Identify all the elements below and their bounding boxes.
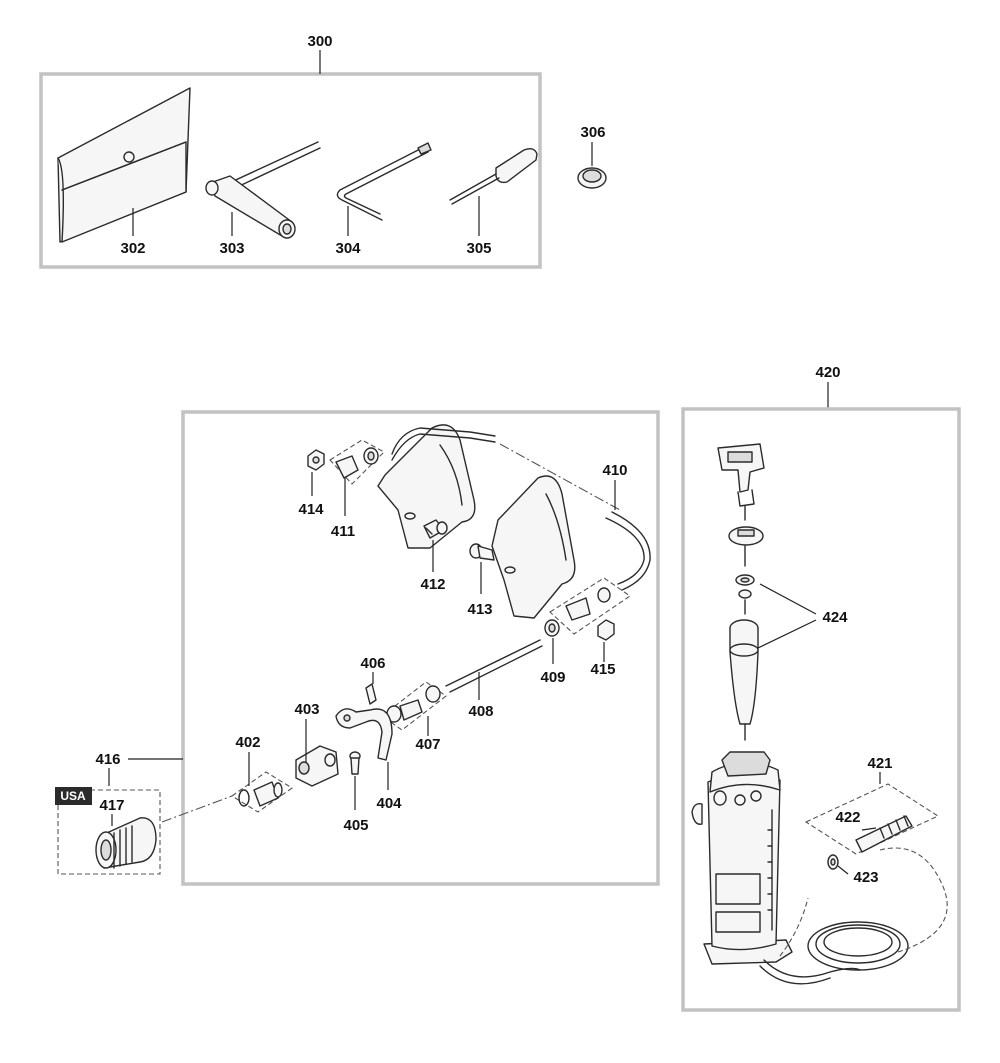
label-413: 413 <box>467 601 492 618</box>
tube-408 <box>445 639 543 693</box>
kit-frame <box>39 72 542 269</box>
coupling-407 <box>386 685 441 723</box>
label-411: 411 <box>331 523 355 540</box>
label-417: 417 <box>99 797 124 814</box>
screw-405 <box>349 751 361 775</box>
label-302: 302 <box>120 240 145 257</box>
label-421: 421 <box>867 755 892 772</box>
hose-assembly-frame <box>181 410 660 886</box>
label-402: 402 <box>235 734 260 751</box>
nut-414 <box>307 449 325 471</box>
label-414: 414 <box>298 501 324 518</box>
clamp-404 <box>335 708 393 761</box>
adapter-dashed-box <box>57 789 161 875</box>
screw-413 <box>469 543 495 561</box>
label-408: 408 <box>468 703 493 720</box>
fitting-lower <box>565 587 611 621</box>
label-423: 423 <box>853 869 878 886</box>
valve-body-403 <box>295 745 339 787</box>
label-303: 303 <box>219 240 244 257</box>
fitting-411 <box>335 447 379 479</box>
label-410: 410 <box>602 462 627 479</box>
usa-badge-text: USA <box>60 789 86 803</box>
label-420: 420 <box>815 364 840 381</box>
screw-412 <box>423 519 448 539</box>
label-424: 424 <box>822 609 848 626</box>
guard-shield-lower <box>491 475 576 619</box>
label-422: 422 <box>835 809 860 826</box>
label-305: 305 <box>466 240 491 257</box>
adapter-417 <box>95 817 157 869</box>
nipple-402 <box>238 781 283 807</box>
screwdriver-305 <box>449 147 538 236</box>
tank-group-420: 420 424 <box>681 364 961 1012</box>
usa-badge <box>55 787 92 805</box>
pump-cylinder <box>729 619 759 741</box>
setscrew-406 <box>365 683 377 705</box>
label-306: 306 <box>580 124 605 141</box>
label-403: 403 <box>294 701 319 718</box>
label-406: 406 <box>360 655 385 672</box>
label-405: 405 <box>343 817 368 834</box>
ring-306 <box>577 142 607 189</box>
label-415: 415 <box>590 661 615 678</box>
tank-body <box>691 751 793 965</box>
nozzle-422 <box>855 815 913 853</box>
socket-wrench-303 <box>205 141 321 239</box>
label-304: 304 <box>335 240 361 257</box>
adapter-group-416: 416 USA 417 <box>55 751 183 875</box>
pump-cap <box>728 526 764 567</box>
guard-shield-upper <box>377 424 476 549</box>
pouch-302 <box>57 87 191 243</box>
nut-409 <box>544 619 560 637</box>
tank-frame <box>681 407 961 1012</box>
kit-group-300: 300 302 303 304 <box>39 33 542 269</box>
label-409: 409 <box>540 669 565 686</box>
label-412: 412 <box>420 576 445 593</box>
label-416: 416 <box>95 751 120 768</box>
hex-key-304 <box>336 142 432 236</box>
label-300: 300 <box>307 33 332 50</box>
tank-hose-coil <box>759 847 948 985</box>
washer-423 <box>827 854 839 870</box>
label-404: 404 <box>376 795 402 812</box>
label-407: 407 <box>415 736 440 753</box>
nozzle-kit-421 <box>804 772 940 855</box>
cap-415 <box>597 619 615 641</box>
pump-seals <box>735 574 755 615</box>
pump-handle <box>717 443 765 521</box>
hose-assembly-group: 410 414 411 412 413 <box>161 410 660 886</box>
